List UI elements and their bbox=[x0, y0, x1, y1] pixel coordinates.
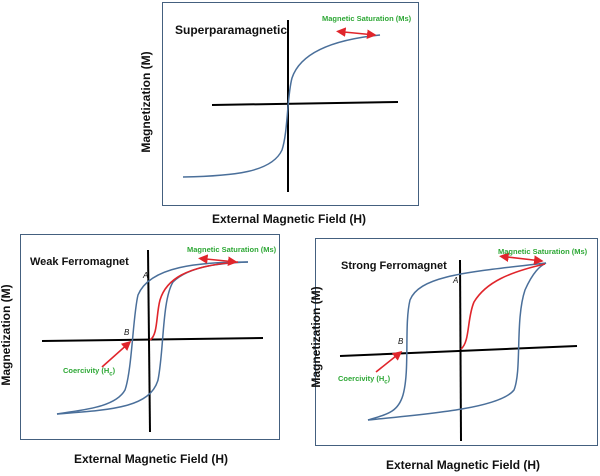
weak-y-axis-label: Magnetization (M) bbox=[0, 284, 13, 386]
weak-title: Weak Ferromagnet bbox=[30, 256, 129, 268]
strong-m-axis bbox=[459, 259, 462, 442]
strong-point-a: A bbox=[453, 276, 459, 285]
sp-x-axis-label: External Magnetic Field (H) bbox=[212, 212, 367, 226]
strong-ferromagnet-panel bbox=[315, 238, 598, 446]
strong-x-axis-label: External Magnetic Field (H) bbox=[386, 458, 541, 472]
weak-saturation-arrow bbox=[198, 254, 238, 266]
weak-saturation-label: Magnetic Saturation (Ms) bbox=[187, 245, 277, 254]
sp-saturation-label: Magnetic Saturation (Ms) bbox=[322, 14, 411, 23]
weak-h-axis bbox=[41, 337, 264, 342]
strong-point-b: B bbox=[398, 337, 404, 346]
sp-h-axis bbox=[211, 101, 399, 106]
sp-saturation-arrow bbox=[336, 27, 377, 40]
strong-title: Strong Ferromagnet bbox=[341, 260, 447, 272]
sp-title: Superparamagnetic bbox=[175, 23, 288, 37]
strong-initial-curve bbox=[460, 263, 546, 350]
weak-coercivity-sub: c bbox=[109, 371, 113, 378]
sp-y-axis-label: Magnetization (M) bbox=[139, 51, 153, 153]
strong-saturation-label: Magnetic Saturation (Ms) bbox=[498, 247, 588, 256]
strong-coercivity-text: Coercivity (H bbox=[338, 374, 385, 383]
weak-point-a: A bbox=[143, 271, 149, 280]
strong-coercivity-arrow bbox=[375, 351, 403, 373]
strong-hysteresis-loop-upper bbox=[367, 262, 547, 421]
strong-saturation-arrow bbox=[499, 252, 544, 265]
strong-h-axis bbox=[339, 345, 578, 357]
strong-coercivity-label: Coercivity (Hc) bbox=[338, 374, 390, 386]
strong-hysteresis-loop-lower bbox=[367, 262, 547, 421]
weak-x-axis-label: External Magnetic Field (H) bbox=[74, 452, 229, 466]
strong-y-axis-label: Magnetization (M) bbox=[309, 286, 323, 388]
weak-m-axis bbox=[147, 249, 151, 433]
weak-hysteresis-loop-upper bbox=[56, 261, 249, 415]
weak-coercivity-label: Coercivity (Hc) bbox=[63, 366, 115, 378]
sp-magnetization-curve bbox=[182, 34, 381, 178]
sp-saturation-text: Magnetic Saturation (Ms) bbox=[322, 14, 412, 23]
weak-coercivity-arrow bbox=[101, 340, 132, 368]
strong-coercivity-close: ) bbox=[387, 374, 391, 383]
strong-coercivity-sub: c bbox=[384, 379, 388, 386]
weak-point-b: B bbox=[124, 328, 130, 337]
weak-coercivity-close: ) bbox=[112, 366, 116, 375]
weak-coercivity-text: Coercivity (H bbox=[63, 366, 110, 375]
weak-initial-curve bbox=[149, 261, 239, 341]
